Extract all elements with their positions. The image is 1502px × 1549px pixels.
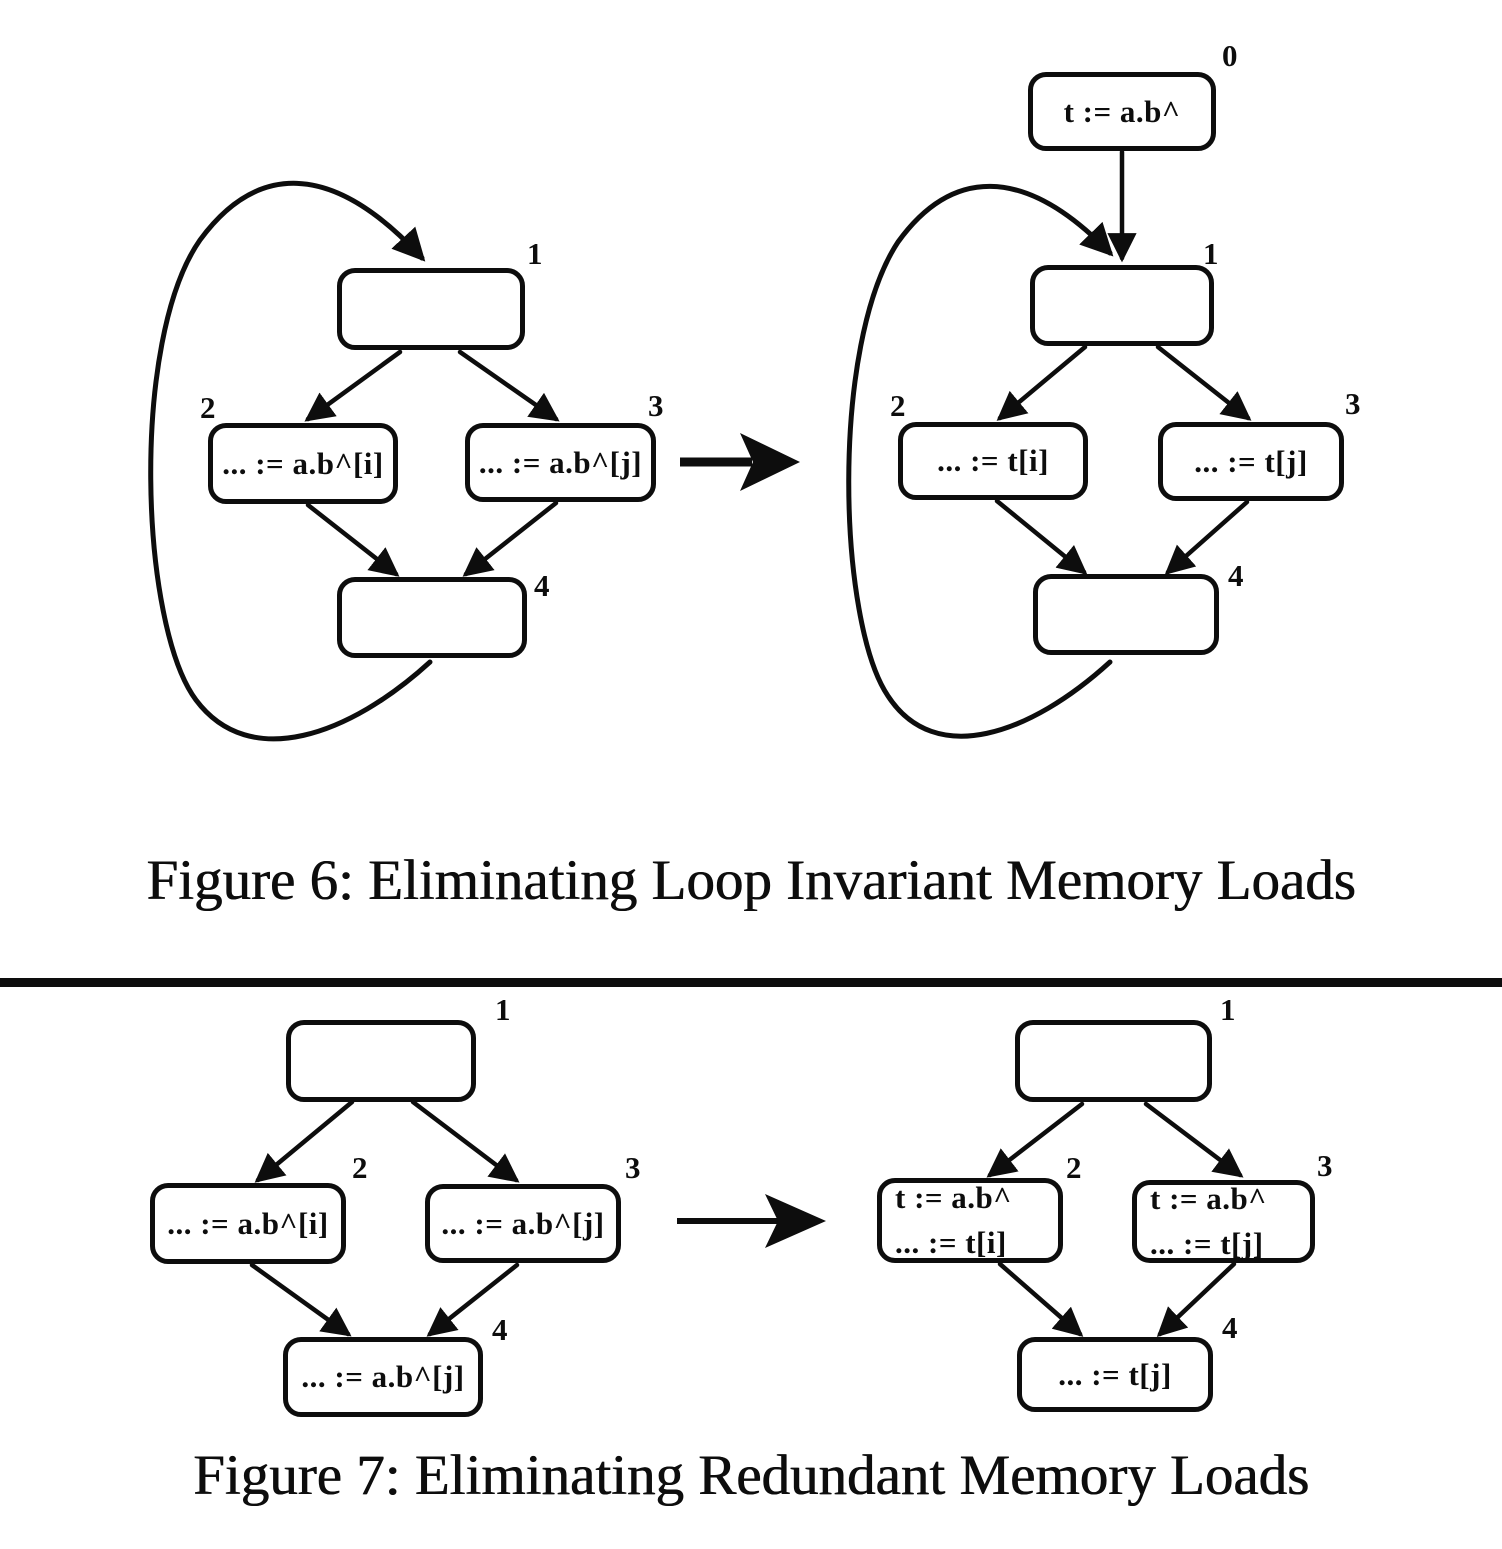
fig6-right-node-0: t := a.b^ xyxy=(1028,72,1216,151)
fig6-right-node-3-number: 3 xyxy=(1345,386,1361,421)
fig7-left-edge-3-4 xyxy=(426,1262,520,1337)
fig7-left-node-2: ... := a.b^[i] xyxy=(150,1183,346,1264)
fig6-transform-arrow xyxy=(680,433,800,491)
fig6-left-node-2-code: ... := a.b^[i] xyxy=(222,445,384,481)
fig7-left-node-1 xyxy=(286,1020,476,1102)
fig6-left-node-1-number: 1 xyxy=(527,236,543,271)
fig6-left-node-2-number: 2 xyxy=(200,390,216,425)
fig7-right-edge-3-4 xyxy=(1156,1261,1237,1338)
fig6-right-node-3-code: ... := t[j] xyxy=(1194,443,1308,479)
section-divider-rule xyxy=(0,978,1502,987)
fig7-right-node-2-code-line2: ... := t[i] xyxy=(895,1225,1007,1260)
fig6-left-node-3-code: ... := a.b^[j] xyxy=(478,444,643,480)
fig7-right-node-2: t := a.b^ ... := t[i] xyxy=(877,1178,1063,1263)
fig6-left-node-3: ... := a.b^[j] xyxy=(465,423,656,502)
fig7-right-node-2-number: 2 xyxy=(1066,1150,1082,1185)
fig6-left-node-4 xyxy=(337,577,527,658)
fig7-left-node-3: ... := a.b^[j] xyxy=(425,1184,621,1263)
fig6-right-node-2-code: ... := t[i] xyxy=(937,443,1049,478)
fig7-left-node-4-number: 4 xyxy=(492,1312,508,1347)
fig7-left-node-1-number: 1 xyxy=(495,992,511,1027)
fig6-right-node-1-number: 1 xyxy=(1203,236,1219,271)
fig6-left-node-1 xyxy=(337,268,525,350)
fig6-left-node-4-number: 4 xyxy=(534,568,550,603)
fig7-right-node-4-number: 4 xyxy=(1222,1310,1238,1345)
fig7-right-node-1 xyxy=(1015,1020,1212,1102)
fig6-right-node-3: ... := t[j] xyxy=(1158,422,1344,501)
fig7-right-node-3-number: 3 xyxy=(1317,1148,1333,1183)
fig7-left-edge-2-4 xyxy=(249,1262,352,1337)
fig6-right-edge-1-2 xyxy=(996,344,1088,421)
fig6-caption: Figure 6: Eliminating Loop Invariant Mem… xyxy=(146,849,1356,912)
fig6-left-edge-3-4 xyxy=(462,500,559,577)
fig7-transform-arrow xyxy=(677,1194,826,1248)
fig7-right-node-1-number: 1 xyxy=(1220,992,1236,1027)
fig6-right-node-4 xyxy=(1033,574,1219,655)
fig6-right-node-4-number: 4 xyxy=(1228,558,1244,593)
fig6-left-edge-1-2 xyxy=(304,349,403,422)
fig7-right-node-2-code-line1: t := a.b^ xyxy=(895,1180,1012,1215)
fig7-right-edge-2-4 xyxy=(997,1261,1084,1337)
fig6-right-node-0-number: 0 xyxy=(1222,38,1238,73)
fig7-right-node-3-code-line1: t := a.b^ xyxy=(1150,1181,1267,1216)
fig7-left-node-2-code: ... := a.b^[i] xyxy=(167,1205,329,1241)
fig7-right-edge-1-2 xyxy=(986,1101,1085,1178)
fig6-right-edge-2-4 xyxy=(994,498,1088,575)
fig6-right-edge-1-3 xyxy=(1155,344,1252,421)
fig6-right-edge-3-4 xyxy=(1164,499,1250,575)
fig6-right-node-1 xyxy=(1030,265,1214,346)
fig7-caption: Figure 7: Eliminating Redundant Memory L… xyxy=(192,1444,1310,1507)
fig7-right-edge-1-3 xyxy=(1143,1101,1244,1178)
fig7-left-node-2-number: 2 xyxy=(352,1150,368,1185)
fig6-left-loop-edge xyxy=(148,180,433,742)
fig7-left-edge-1-3 xyxy=(410,1099,520,1183)
fig7-left-node-3-code: ... := a.b^[j] xyxy=(441,1205,605,1241)
fig7-right-node-4-code: ... := t[j] xyxy=(1058,1356,1172,1392)
fig7-right-node-3-code-line2: ... := t[j] xyxy=(1150,1226,1264,1261)
fig7-left-edge-1-2 xyxy=(254,1099,355,1183)
fig6-right-node-0-code: t := a.b^ xyxy=(1063,93,1181,129)
fig7-right-node-3: t := a.b^ ... := t[j] xyxy=(1132,1180,1315,1263)
fig6-left-edge-1-3 xyxy=(457,349,560,422)
fig6-left-node-2: ... := a.b^[i] xyxy=(208,423,398,504)
fig6-right-loop-edge xyxy=(846,184,1114,739)
fig7-left-node-4: ... := a.b^[j] xyxy=(283,1337,483,1417)
fig6-left-edge-2-4 xyxy=(305,502,400,577)
fig6-right-node-2: ... := t[i] xyxy=(898,422,1088,500)
fig6-right-node-2-number: 2 xyxy=(890,388,906,423)
fig7-right-node-4: ... := t[j] xyxy=(1017,1337,1213,1412)
fig7-left-node-3-number: 3 xyxy=(625,1150,641,1185)
fig7-left-node-4-code: ... := a.b^[j] xyxy=(301,1359,465,1394)
fig6-left-node-3-number: 3 xyxy=(648,388,664,423)
